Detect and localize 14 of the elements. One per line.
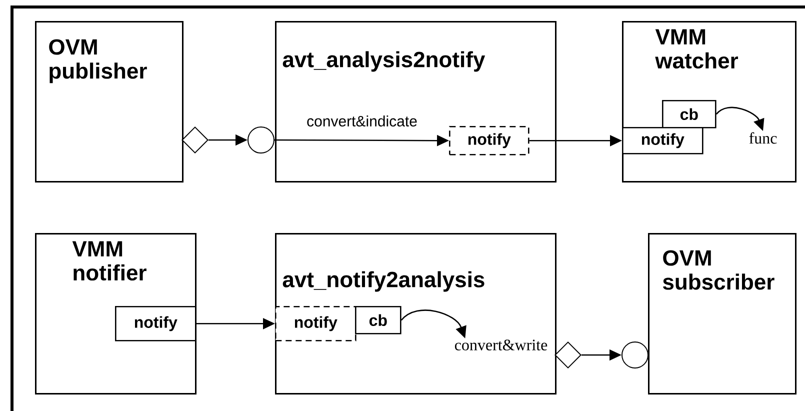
circle-connector	[622, 342, 648, 368]
text-label: func	[749, 132, 777, 144]
diamond-connector	[554, 342, 582, 368]
component-box: OVM subscriber	[648, 233, 796, 394]
dashed-port-box: notify	[449, 126, 530, 156]
circle-connector	[248, 126, 274, 154]
port-box: notify	[622, 127, 704, 154]
edge-label: convert&indicate	[307, 115, 417, 126]
port-box: notify	[115, 306, 196, 342]
component-box: OVM publisher	[35, 21, 184, 182]
text-label: convert&write	[454, 340, 548, 350]
diamond-connector	[182, 126, 208, 154]
callback-box: cb	[662, 100, 716, 128]
callback-box: cb	[355, 306, 402, 334]
